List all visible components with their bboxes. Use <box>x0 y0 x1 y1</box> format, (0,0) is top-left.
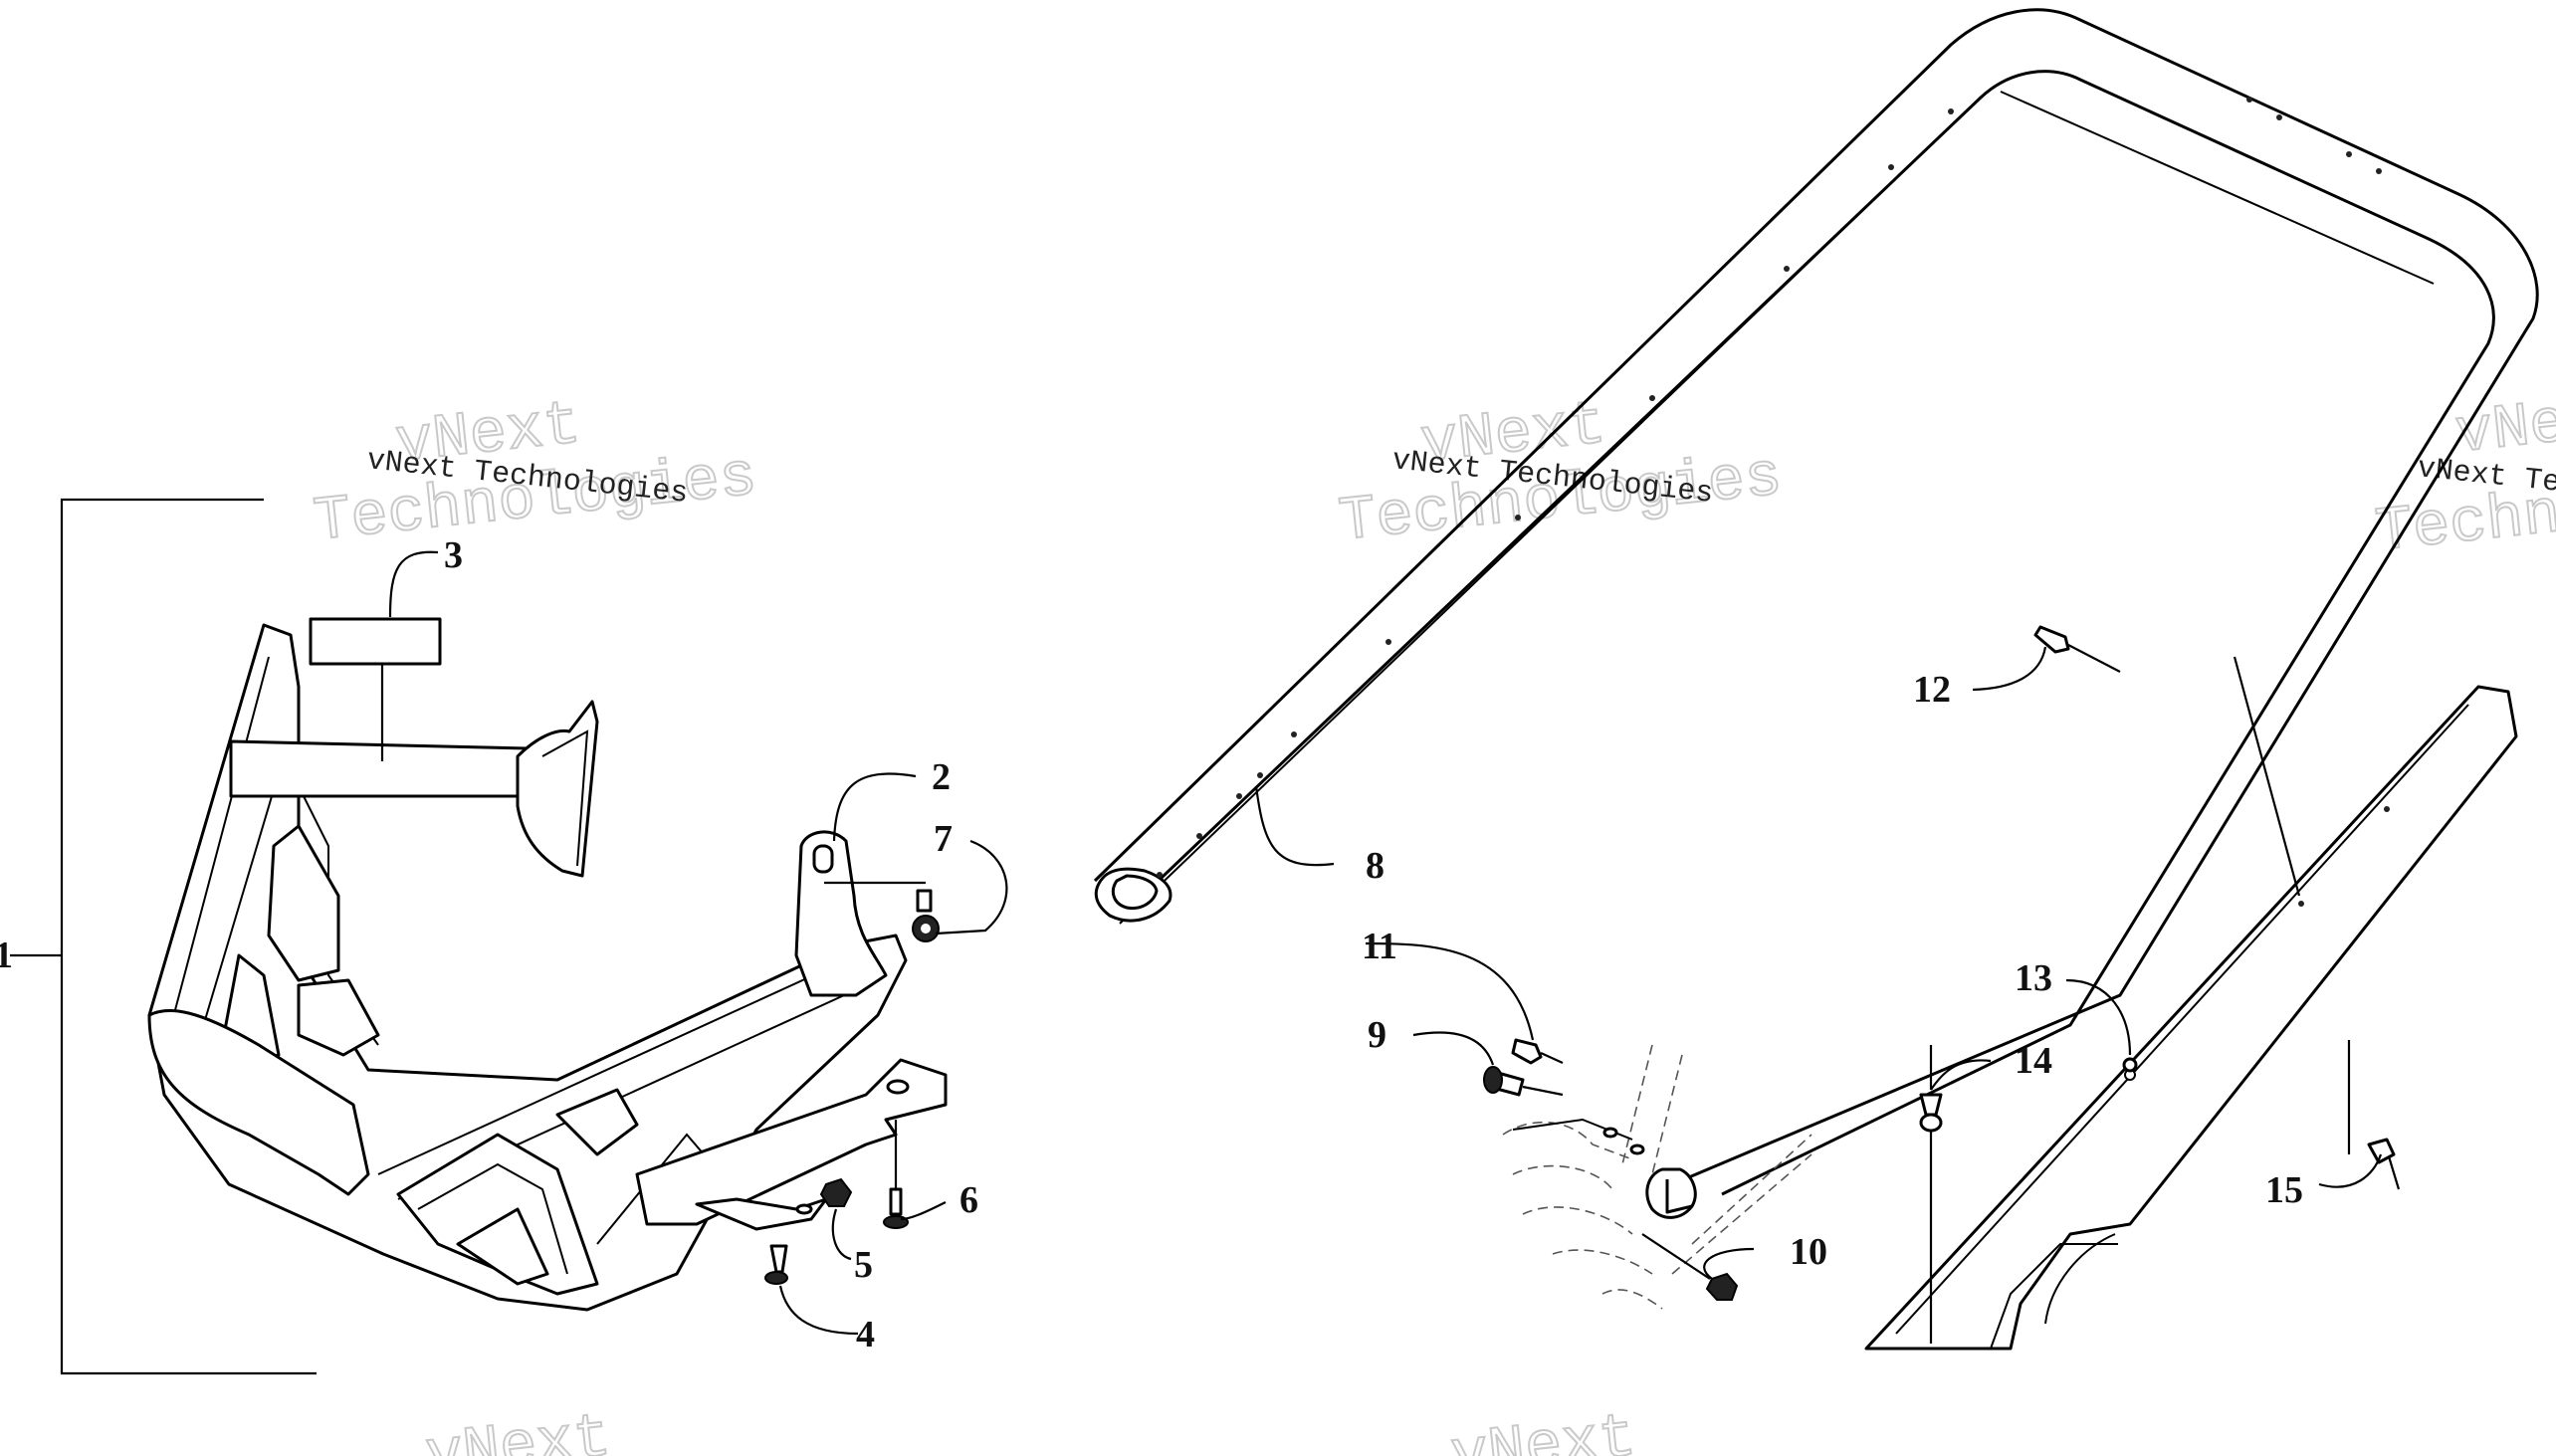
callout-2: 2 <box>932 756 951 798</box>
decal-part <box>309 617 442 761</box>
callout-9: 9 <box>1368 1014 1386 1056</box>
hidden-mount-detail <box>1502 1044 1812 1310</box>
callout-13: 13 <box>2015 957 2052 999</box>
callout-3: 3 <box>444 534 463 576</box>
callout-15: 15 <box>2265 1169 2303 1211</box>
assembly-bracket <box>10 498 317 1375</box>
fasteners-left <box>764 881 940 1285</box>
watermark-fragment: vNext <box>1448 1402 1639 1456</box>
callout-5: 5 <box>854 1244 873 1286</box>
callout-1: 1 <box>0 935 13 976</box>
fasteners-right <box>1483 625 2401 1344</box>
callout-12: 12 <box>1913 669 1951 711</box>
watermark-fragment: vNext <box>423 1402 614 1456</box>
callout-4: 4 <box>856 1314 875 1355</box>
lower-channel <box>1864 685 2518 1351</box>
callout-10: 10 <box>1790 1231 1827 1273</box>
hoop-tube <box>1093 8 2539 1219</box>
callout-11: 11 <box>1362 926 1397 967</box>
front-bumper-assembly <box>147 623 948 1312</box>
leader-lines <box>388 550 2383 1336</box>
watermark-bottom-fragments: vNext vNext <box>422 1401 1640 1456</box>
callout-8: 8 <box>1366 845 1384 887</box>
callout-14: 14 <box>2015 1040 2052 1082</box>
callout-7: 7 <box>934 818 953 860</box>
callout-labels: 1 2 3 4 5 6 7 8 9 10 11 12 13 14 15 <box>0 534 2303 1355</box>
callout-6: 6 <box>959 1179 978 1221</box>
tube-holes <box>1157 97 2382 878</box>
